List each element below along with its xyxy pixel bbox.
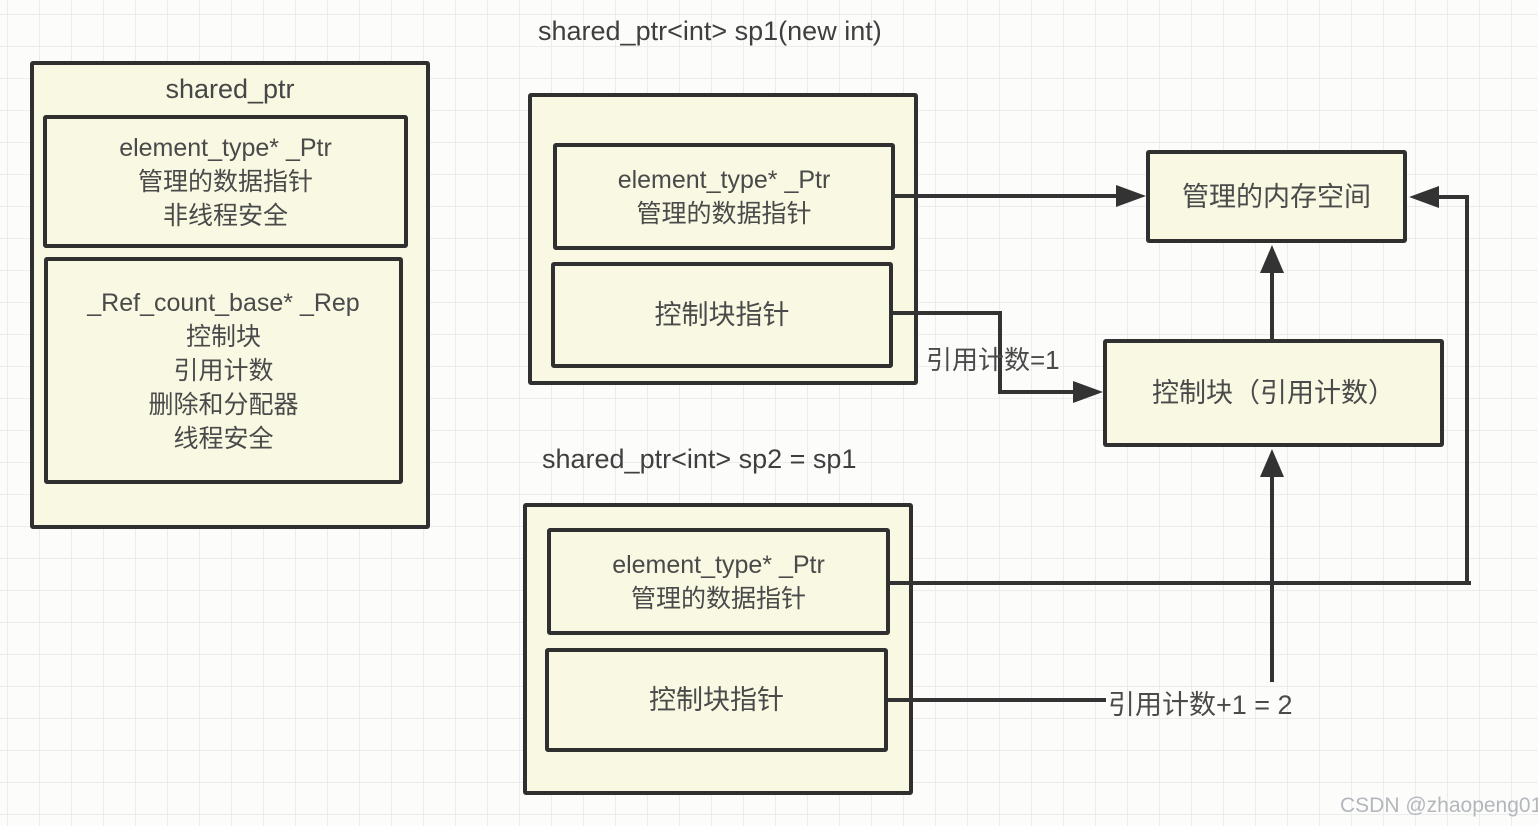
class-rep-field-line: 控制块 — [185, 322, 261, 351]
sp1-declaration-label: shared_ptr<int> sp1(new int) — [538, 16, 882, 46]
shared-ptr-class-title: shared_ptr — [165, 74, 295, 104]
connector-sp1-ctrl-to-block — [893, 311, 1002, 315]
arrowhead-right-icon — [1116, 185, 1146, 207]
sp2-ptr-field-line: 管理的数据指针 — [630, 584, 806, 613]
class-rep-field-line: 删除和分配器 — [148, 390, 299, 419]
arrowhead-up-icon — [1260, 245, 1284, 273]
ref-count-1-label: 引用计数=1 — [926, 345, 1060, 375]
sp1-ctrl-field-box: 控制块指针 — [551, 262, 893, 368]
connector-sp2-ptr-to-memory — [1438, 195, 1469, 199]
class-ptr-field-box: element_type* _Ptr 管理的数据指针 非线程安全 — [43, 115, 408, 248]
sp2-ctrl-field-box: 控制块指针 — [545, 648, 888, 752]
arrowhead-left-icon — [1409, 186, 1439, 208]
connector-sp2-ctrl-to-block — [1270, 475, 1274, 682]
sp2-ptr-field-line: element_type* _Ptr — [612, 550, 825, 579]
managed-memory-box: 管理的内存空间 — [1146, 150, 1407, 243]
sp1-ptr-field-line: 管理的数据指针 — [636, 199, 812, 228]
connector-sp1-ctrl-to-block — [998, 311, 1002, 394]
sp2-ctrl-field-line: 控制块指针 — [649, 685, 784, 715]
class-rep-field-box: _Ref_count_base* _Rep 控制块 引用计数 删除和分配器 线程… — [44, 257, 403, 484]
class-rep-field-line: _Ref_count_base* _Rep — [87, 288, 360, 317]
class-rep-field-line: 线程安全 — [173, 424, 274, 453]
arrowhead-right-icon — [1073, 381, 1103, 403]
sp2-declaration-label: shared_ptr<int> sp2 = sp1 — [542, 444, 857, 474]
class-ptr-field-line: element_type* _Ptr — [119, 133, 332, 162]
control-block-label: 控制块（引用计数） — [1152, 378, 1395, 408]
connector-sp2-ctrl-to-block — [888, 698, 1106, 702]
arrowhead-up-icon — [1260, 449, 1284, 477]
connector-sp1-ptr-to-memory — [893, 194, 1118, 198]
connector-sp2-ptr-to-memory — [890, 581, 1471, 585]
connector-block-to-memory — [1270, 271, 1274, 341]
class-ptr-field-line: 非线程安全 — [162, 201, 288, 230]
class-rep-field-line: 引用计数 — [173, 356, 274, 385]
sp2-ptr-field-box: element_type* _Ptr 管理的数据指针 — [547, 528, 890, 635]
class-ptr-field-line: 管理的数据指针 — [137, 167, 313, 196]
sp1-ptr-field-box: element_type* _Ptr 管理的数据指针 — [553, 143, 895, 250]
sp1-ctrl-field-line: 控制块指针 — [654, 300, 790, 330]
connector-sp1-ctrl-to-block — [998, 390, 1075, 394]
connector-sp2-ptr-to-memory — [1465, 195, 1469, 585]
csdn-watermark: CSDN @zhaopeng01zp — [1340, 794, 1538, 817]
control-block-box: 控制块（引用计数） — [1103, 339, 1444, 447]
sp1-ptr-field-line: element_type* _Ptr — [617, 165, 831, 194]
managed-memory-label: 管理的内存空间 — [1182, 181, 1371, 212]
ref-count-2-label: 引用计数+1 = 2 — [1108, 690, 1293, 720]
